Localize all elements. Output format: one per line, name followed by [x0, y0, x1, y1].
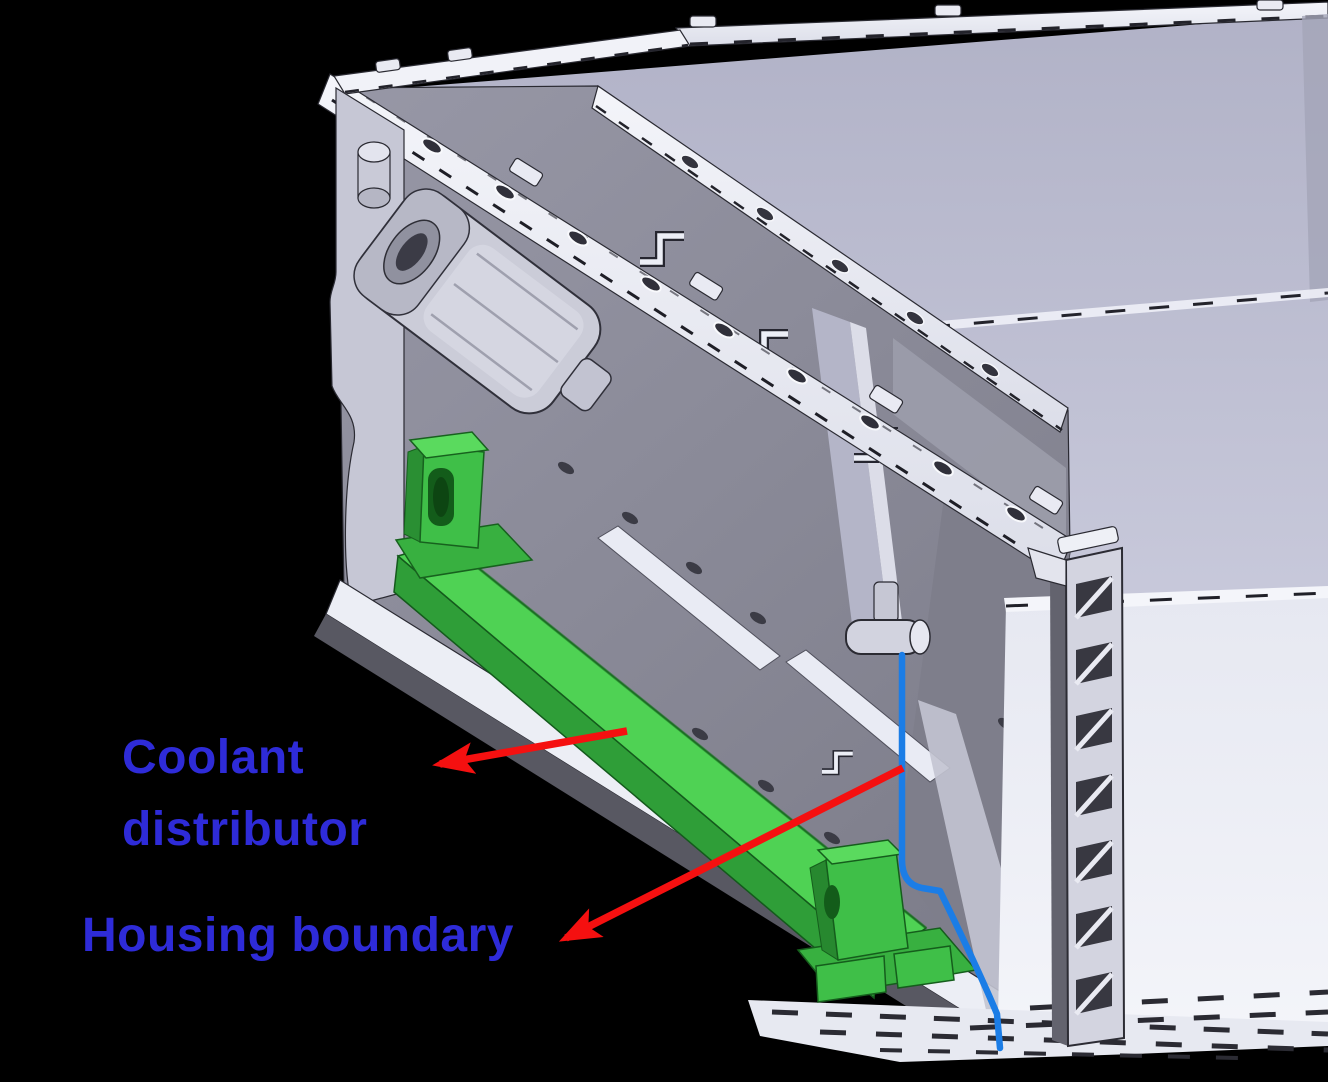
coolant-label-line2: distributor [122, 803, 368, 856]
main-rail [317, 73, 1073, 577]
coolant-distributor-label: Coolant distributor [122, 722, 367, 866]
bolt-stud [375, 58, 401, 73]
bolt-stud [1256, 0, 1284, 11]
end-wall-top-rail [333, 29, 691, 95]
housing-boundary-label: Housing boundary [82, 909, 514, 962]
z-clip [822, 750, 853, 776]
coolant-label-line1: Coolant [122, 731, 305, 784]
corner-boss [357, 141, 391, 209]
wall-holes [558, 461, 1022, 845]
coolant-mount-upper [394, 431, 534, 579]
upper-rail [591, 85, 1069, 433]
coolant-arrow [432, 727, 628, 774]
wall-slot [597, 525, 781, 671]
bolt-stud [689, 15, 717, 28]
housing-arrow [558, 764, 905, 942]
end-wall [329, 86, 405, 607]
connector-boss [845, 581, 931, 655]
z-clip [640, 231, 684, 267]
housing-boundary-line [898, 651, 1004, 1052]
bolt-stud [934, 4, 962, 17]
rib-pillar [1027, 526, 1126, 1048]
manifold-block [353, 188, 612, 415]
coolant-mount-lower [796, 839, 978, 1003]
bolt-stud [447, 47, 473, 62]
coolant-distributor [393, 431, 978, 1003]
